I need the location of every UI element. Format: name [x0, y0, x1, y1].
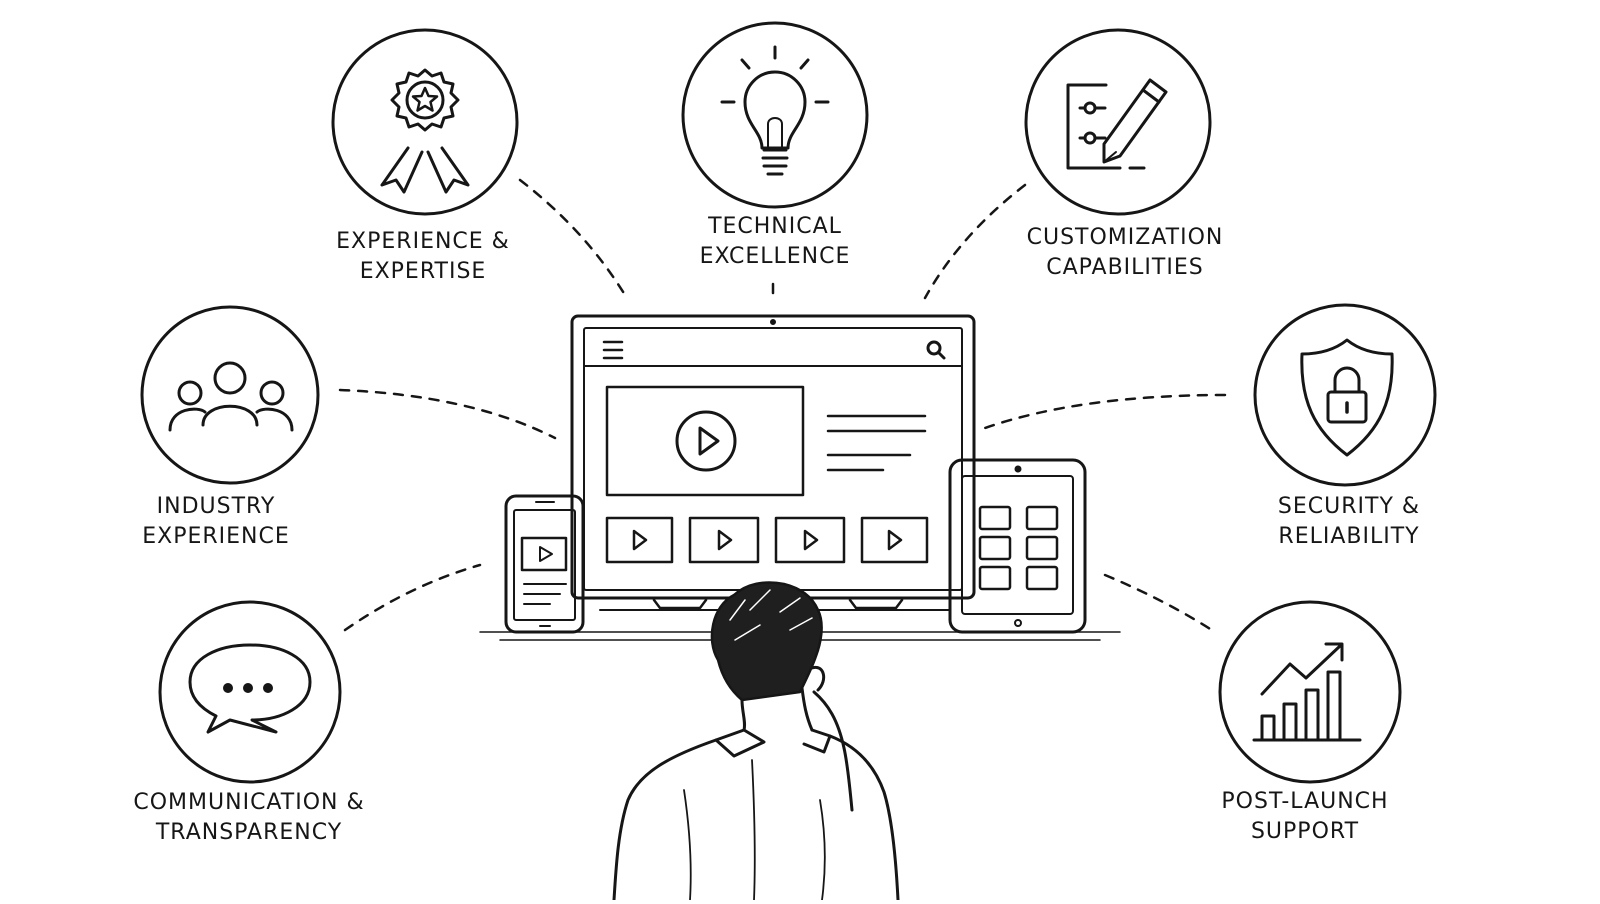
tablet [948, 458, 1087, 634]
connector-lines [338, 178, 1227, 634]
menu-icon [602, 340, 624, 360]
circle-support [1218, 600, 1402, 784]
circle-security [1253, 303, 1437, 487]
circle-technical [681, 21, 869, 209]
speech-bubble-icon [188, 643, 312, 734]
connector-support [1103, 573, 1217, 634]
hair [710, 581, 823, 702]
smartphone [504, 494, 585, 634]
connector-communication [343, 563, 482, 632]
growth-chart-icon [1252, 642, 1362, 742]
video-thumbnails [605, 516, 929, 564]
shirt-folds [683, 759, 826, 901]
raised-arm [812, 690, 854, 812]
label-customization-capabilities: CUSTOMIZATION CAPABILITIES [1026, 225, 1224, 280]
browser-bar [583, 340, 963, 367]
circle-communication [158, 600, 342, 784]
label-experience-expertise: EXPERIENCE & EXPERTISE [336, 229, 510, 284]
text-lines [826, 414, 927, 472]
connector-security [983, 393, 1227, 430]
connector-industry [338, 388, 557, 440]
lightbulb-icon [720, 45, 830, 176]
shield-lock-icon [1300, 338, 1394, 457]
collar [714, 728, 832, 758]
award-ribbon-icon [380, 68, 470, 194]
checklist-pencil-icon [1066, 78, 1168, 170]
people-group-icon [168, 361, 294, 432]
feature-circles [140, 21, 1437, 784]
person-silhouette [612, 581, 900, 902]
ear [810, 665, 826, 692]
monitor [570, 314, 976, 611]
connector-experience [518, 178, 627, 297]
shoulders [612, 738, 718, 902]
neck [740, 686, 814, 732]
circle-customization [1024, 28, 1212, 216]
label-post-launch-support: POST-LAUNCH SUPPORT [1221, 789, 1389, 844]
connector-customization [923, 183, 1027, 300]
circle-industry [140, 305, 320, 485]
circle-experience [331, 28, 519, 216]
label-security-reliability: SECURITY & RELIABILITY [1277, 494, 1421, 549]
label-industry-experience: INDUSTRY EXPERIENCE [142, 494, 290, 549]
search-icon [926, 340, 946, 360]
label-technical-excellence: TECHNICAL EXCELLENCE [699, 214, 851, 269]
video-player [605, 385, 805, 497]
label-communication-transparency: COMMUNICATION & TRANSPARENCY [133, 790, 365, 845]
